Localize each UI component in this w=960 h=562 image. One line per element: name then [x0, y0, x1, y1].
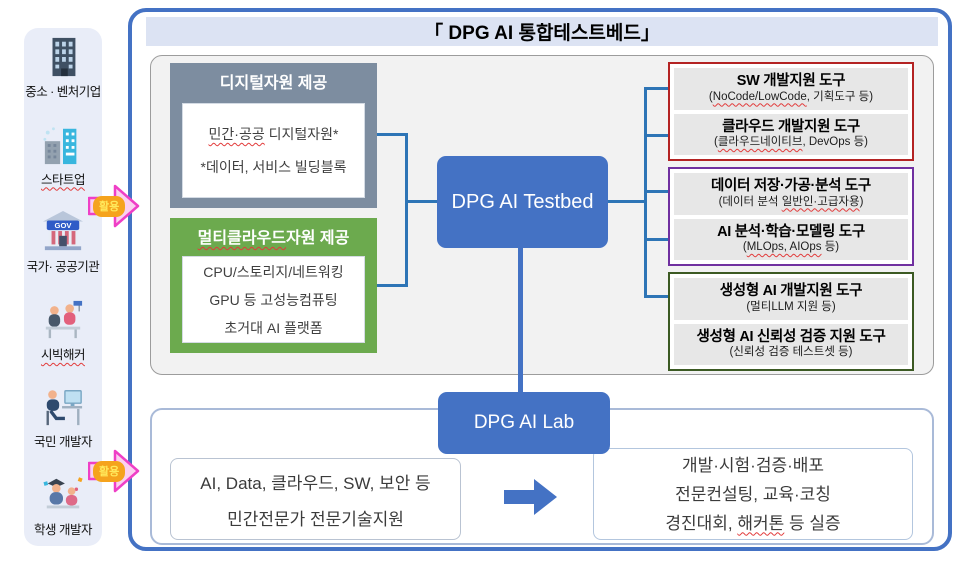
dpg-ai-lab-node: DPG AI Lab: [438, 392, 610, 454]
sidebar-item-government: GOV 국가· 공공기관: [24, 211, 102, 275]
connector-line: [518, 248, 523, 394]
utilization-badge: 활용: [93, 461, 126, 482]
tool-group-genai: 생성형 AI 개발지원 도구 (멀티LLM 지원 등) 생성형 AI 신뢰성 검…: [668, 272, 914, 371]
diagram-title-bar: 「 DPG AI 통합테스트베드」: [146, 17, 938, 46]
multicloud-header: 멀티클라우드 자원 제공: [197, 230, 350, 247]
svg-text:GOV: GOV: [55, 221, 73, 230]
government-building-icon: GOV: [42, 211, 84, 251]
sidebar-item-citizen-developer: 국민 개발자: [24, 386, 102, 450]
tool-data-analysis: 데이터 저장·가공·분석 도구 (데이터 분석 일반인·고급자용): [674, 173, 908, 215]
digital-resource-content: 민간·공공 디지털자원* *데이터, 서비스 빌딩블록: [182, 103, 365, 198]
expert-support-line2: 민간전문가 전문기술지원: [227, 509, 404, 529]
sidebar-item-label: 국민 개발자: [34, 435, 92, 450]
diagram-title: 「 DPG AI 통합테스트베드」: [424, 23, 660, 44]
digital-resource-line1: 민간·공공 디지털자원*: [208, 126, 339, 142]
sidebar-item-sme-venture: 중소 · 벤처기업: [24, 36, 102, 100]
connector-line: [647, 295, 680, 298]
tool-genai-trust: 생성형 AI 신뢰성 검증 지원 도구 (신뢰성 검증 테스트셋 등): [674, 323, 908, 365]
sidebar-item-label: 시빅해커: [40, 347, 86, 362]
multicloud-line3: 초거대 AI 플랫폼: [224, 319, 323, 336]
digital-resource-box: 디지털자원 제공 민간·공공 디지털자원* *데이터, 서비스 빌딩블록: [170, 63, 377, 208]
connector-line: [608, 200, 647, 203]
startup-buildings-icon: [43, 126, 77, 164]
tool-ai-modeling: AI 분석·학습·모델링 도구 (MLOps, AIOps 등): [674, 218, 908, 260]
multicloud-resource-box: 멀티클라우드 자원 제공 CPU/스토리지/네트워킹 GPU 등 고성능컴퓨팅 …: [170, 218, 377, 353]
sidebar-item-civic-hacker: 시빅해커: [24, 299, 102, 363]
sidebar-item-label: 스타트업: [40, 172, 86, 187]
sidebar-item-label: 국가· 공공기관: [26, 260, 100, 275]
digital-resource-line2: *데이터, 서비스 빌딩블록: [200, 159, 347, 175]
dpg-ai-testbed-node: DPG AI Testbed: [437, 156, 608, 248]
connector-line: [647, 87, 680, 90]
multicloud-line2: GPU 등 고성능컴퓨팅: [209, 291, 338, 308]
tool-group-data-ai: 데이터 저장·가공·분석 도구 (데이터 분석 일반인·고급자용) AI 분석·…: [668, 167, 914, 266]
sidebar-item-student-developer: 학생 개발자: [24, 474, 102, 538]
student-developer-icon: [43, 477, 83, 509]
connector-line: [377, 284, 407, 287]
lab-services-line2: 전문컨설팅, 교육·코칭: [675, 484, 831, 504]
connector-line: [408, 200, 437, 203]
sidebar-item-label: 중소 · 벤처기업: [25, 85, 101, 99]
expert-support-line1: AI, Data, 클라우드, SW, 보안 등: [200, 473, 431, 493]
connector-line: [377, 133, 408, 136]
digital-resource-header: 디지털자원 제공: [219, 75, 328, 92]
tool-cloud-dev: 클라우드 개발지원 도구 (클라우드네이티브, DevOps 등): [674, 113, 908, 155]
multicloud-line1: CPU/스토리지/네트워킹: [203, 263, 344, 280]
citizen-developer-icon: [46, 390, 83, 426]
connector-line: [647, 190, 680, 193]
office-building-icon: [52, 37, 76, 77]
sidebar-item-label: 학생 개발자: [34, 522, 92, 537]
utilization-badge: 활용: [93, 196, 126, 217]
tool-sw-dev: SW 개발지원 도구 (NoCode/LowCode, 기획도구 등): [674, 68, 908, 110]
connector-line: [644, 87, 647, 298]
expert-support-box: AI, Data, 클라우드, SW, 보안 등 민간전문가 전문기술지원: [170, 458, 461, 540]
multicloud-content: CPU/스토리지/네트워킹 GPU 등 고성능컴퓨팅 초거대 AI 플랫폼: [182, 256, 365, 343]
tool-group-sw-cloud: SW 개발지원 도구 (NoCode/LowCode, 기획도구 등) 클라우드…: [668, 62, 914, 161]
connector-line: [647, 238, 680, 241]
lab-services-line1: 개발·시험·검증·배포: [681, 455, 825, 475]
connector-line: [405, 133, 408, 287]
lab-services-box: 개발·시험·검증·배포 전문컨설팅, 교육·코칭 경진대회, 해커톤 등 실증: [593, 448, 913, 540]
tool-genai-dev: 생성형 AI 개발지원 도구 (멀티LLM 지원 등): [674, 278, 908, 320]
right-arrow-icon: [504, 479, 557, 515]
sidebar-item-startup: 스타트업: [24, 124, 102, 188]
civic-hacker-icon: [45, 300, 83, 338]
lab-services-line3: 경진대회, 해커톤 등 실증: [665, 513, 841, 533]
connector-line: [647, 134, 680, 137]
user-groups-sidebar: 중소 · 벤처기업 스타트업: [24, 28, 102, 546]
